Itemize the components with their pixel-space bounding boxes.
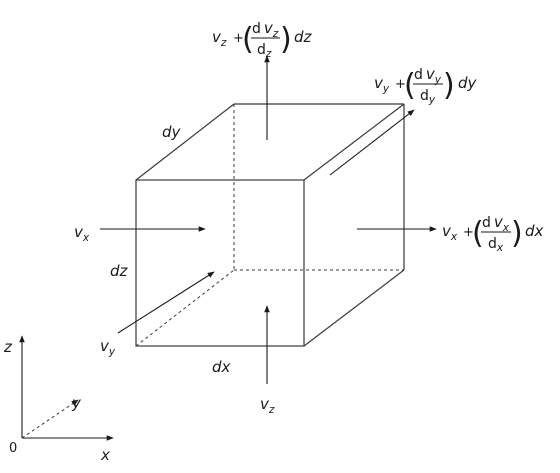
label-inflow-vz: vz	[260, 395, 275, 416]
axis-z-label: z	[3, 338, 13, 356]
axis-y-line	[21, 399, 79, 439]
outflow-y-arrow	[329, 109, 415, 176]
svg-text:(: (	[242, 22, 254, 57]
svg-text:dx: dx	[488, 236, 504, 254]
svg-text:dvz: dvz	[252, 19, 279, 40]
svg-text:): )	[443, 68, 455, 103]
svg-text:dy: dy	[420, 88, 436, 106]
svg-text:vy: vy	[374, 74, 390, 95]
svg-text:+: +	[395, 77, 406, 92]
label-inflow-vx: vx	[74, 223, 90, 244]
axis-origin-label: 0	[9, 441, 17, 456]
cube	[135, 103, 405, 347]
svg-text:+: +	[463, 225, 474, 240]
cube-top-right-edge	[303, 103, 405, 181]
svg-text:dvx: dvx	[482, 213, 510, 234]
cube-front-face	[135, 179, 305, 347]
cube-hidden-depth-edge	[135, 269, 235, 347]
edge-label-dz: dz	[110, 262, 129, 280]
svg-text:+: +	[233, 31, 244, 46]
axis-x-label: x	[100, 446, 110, 464]
inflow-y-arrow	[117, 271, 215, 334]
svg-text:vx: vx	[442, 222, 458, 243]
svg-text:(: (	[404, 68, 416, 103]
svg-text:dx: dx	[525, 222, 544, 240]
svg-text:dy: dy	[458, 74, 478, 92]
svg-text:dz: dz	[257, 42, 272, 60]
label-inflow-vy: vy	[100, 337, 116, 358]
svg-text:dz: dz	[294, 28, 313, 46]
svg-text:): )	[280, 22, 292, 57]
axis-y-label: y	[71, 394, 82, 412]
coordinate-axes: 0 x y z	[3, 335, 114, 464]
cube-top-left-edge	[135, 103, 235, 181]
edge-label-dy: dy	[162, 123, 182, 141]
cube-bottom-right-edge	[303, 269, 405, 347]
edge-label-dx: dx	[212, 358, 231, 376]
svg-text:vz: vz	[212, 28, 227, 49]
svg-text:(: (	[472, 216, 484, 251]
svg-text:): )	[511, 216, 523, 251]
svg-text:dvy: dvy	[414, 65, 442, 86]
flow-arrows	[100, 55, 437, 384]
